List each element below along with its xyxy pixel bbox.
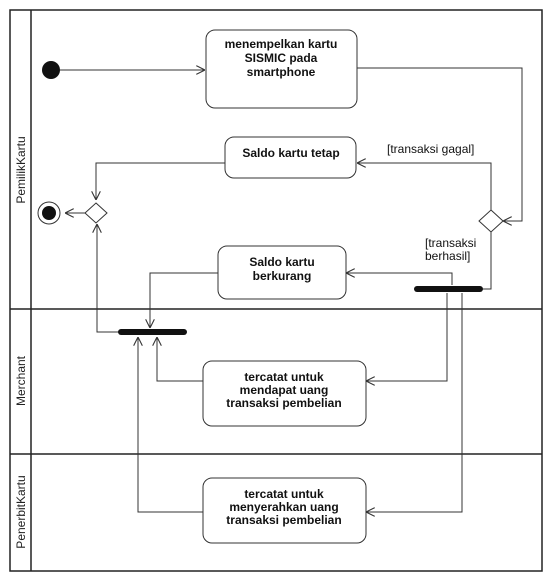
- activity-tap-card-line-1: menempelkan kartu: [225, 37, 338, 51]
- flow-issuer-to-join: [138, 337, 203, 513]
- activity-merchant-record-line-1: tercatat untuk: [244, 370, 324, 384]
- activity-merchant-record-line-2: mendapat uang: [240, 383, 329, 397]
- activity-issuer-record-line-1: tercatat untuk: [244, 487, 324, 501]
- lane-label-merchant: Merchant: [14, 355, 28, 406]
- lane-label-penerbit-kartu: PenerbitKartu: [14, 475, 28, 548]
- activity-balance-fixed-line-1: Saldo kartu tetap: [242, 146, 339, 160]
- activity-tap-card-line-3: smartphone: [247, 65, 316, 79]
- flow-join-to-merge: [97, 224, 120, 333]
- flow-fixed-to-merge: [96, 162, 225, 200]
- initial-node: [42, 61, 60, 79]
- lane-label-pemilik-kartu: PemilikKartu: [14, 136, 28, 203]
- activity-issuer-record: tercatat untuk menyerahkan uang transaks…: [202, 477, 367, 544]
- guard-success-line-1: [transaksi: [425, 236, 476, 250]
- activity-balance-reduced: Saldo kartu berkurang: [217, 245, 347, 300]
- merge-node: [84, 202, 108, 224]
- flow-decision-to-fork: [483, 231, 492, 290]
- flow-fork-to-merchant: [366, 293, 448, 381]
- guard-success-line-2: berhasil]: [425, 249, 470, 263]
- activity-balance-reduced-line-2: berkurang: [253, 269, 312, 283]
- join-bar: [118, 329, 187, 335]
- swimlane-frame: [9, 9, 543, 572]
- activity-issuer-record-line-3: transaksi pembelian: [226, 513, 341, 527]
- activity-issuer-record-line-2: menyerahkan uang: [229, 500, 338, 514]
- activity-merchant-record: tercatat untuk mendapat uang transaksi p…: [202, 360, 367, 427]
- fork-bar: [414, 286, 483, 292]
- activity-merchant-record-line-3: transaksi pembelian: [226, 396, 341, 410]
- decision-node: [478, 209, 504, 233]
- flow-tap-to-decision: [357, 67, 523, 221]
- activity-balance-fixed: Saldo kartu tetap: [224, 136, 357, 179]
- flow-fork-to-reduced: [346, 273, 453, 285]
- flow-fork-to-issuer: [366, 293, 463, 512]
- flow-reduced-to-join: [150, 272, 218, 328]
- flow-decision-to-fixed: [357, 163, 492, 210]
- flow-merchant-to-join: [157, 337, 203, 382]
- final-node: [37, 201, 61, 225]
- activity-tap-card: menempelkan kartu SISMIC pada smartphone: [205, 29, 358, 109]
- activity-tap-card-line-2: SISMIC pada: [245, 51, 318, 65]
- activity-balance-reduced-line-1: Saldo kartu: [249, 255, 314, 269]
- control-flows: [60, 67, 523, 513]
- guard-failed: [transaksi gagal]: [387, 142, 474, 156]
